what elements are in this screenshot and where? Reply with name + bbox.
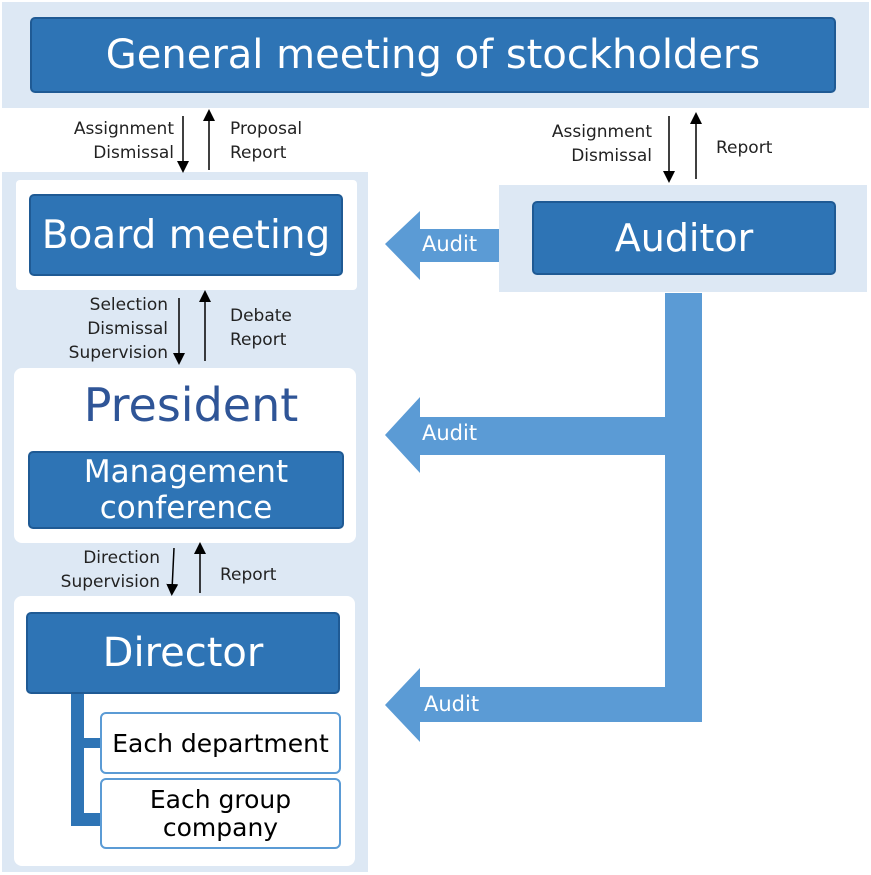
label-line: Assignment <box>73 119 174 139</box>
group-company-line-1: Each group <box>149 784 292 814</box>
label-selection-board: Selection Dismissal Supervision <box>20 293 168 365</box>
label-line: Report <box>230 143 287 163</box>
department-box: Each department <box>100 712 341 774</box>
label-line: Report <box>230 330 287 350</box>
auditor-label: Auditor <box>614 216 754 260</box>
audit-flow-president-director <box>385 293 702 742</box>
label-proposal-report: Proposal Report <box>230 117 302 165</box>
audit-label-director: Audit <box>424 692 480 716</box>
bracket-to-department <box>71 738 101 748</box>
management-line-2: conference <box>99 490 273 526</box>
board-label: Board meeting <box>41 212 331 258</box>
bracket-to-group <box>71 813 101 826</box>
label-line: Proposal <box>230 119 303 139</box>
management-box: Management conference <box>28 451 344 529</box>
label-line: Direction <box>83 548 160 568</box>
label-line: Dismissal <box>93 143 174 163</box>
department-label: Each department <box>112 728 329 758</box>
director-box: Director <box>26 612 340 694</box>
label-line: Dismissal <box>571 146 652 166</box>
audit-label-board: Audit <box>422 232 478 256</box>
audit-arrow-board <box>385 211 499 280</box>
label-assignment-board: Assignment Dismissal <box>40 117 174 165</box>
group-company-line-2: company <box>162 812 279 842</box>
label-debate-report: Debate Report <box>230 304 292 352</box>
label-line: Dismissal <box>87 319 168 339</box>
label-line: Supervision <box>68 343 168 363</box>
director-label: Director <box>102 630 264 676</box>
group-company-box: Each group company <box>100 778 341 849</box>
label-direction-supervision: Direction Supervision <box>20 546 160 594</box>
arrow-down-president-director <box>166 547 179 596</box>
board-box: Board meeting <box>29 194 343 276</box>
president-title: President <box>83 378 299 432</box>
label-assignment-auditor: Assignment Dismissal <box>510 120 652 168</box>
label-line: Supervision <box>60 572 160 592</box>
stockholders-box: General meeting of stockholders <box>30 17 836 93</box>
label-report-auditor: Report <box>716 138 773 158</box>
label-report-director: Report <box>220 565 277 585</box>
management-line-1: Management <box>83 454 289 490</box>
label-line: Debate <box>230 306 292 326</box>
audit-label-president: Audit <box>422 421 478 445</box>
director-bracket <box>71 694 84 826</box>
auditor-box: Auditor <box>532 201 836 275</box>
label-line: Selection <box>89 295 168 315</box>
stockholders-label: General meeting of stockholders <box>105 32 761 78</box>
label-line: Assignment <box>551 122 652 142</box>
